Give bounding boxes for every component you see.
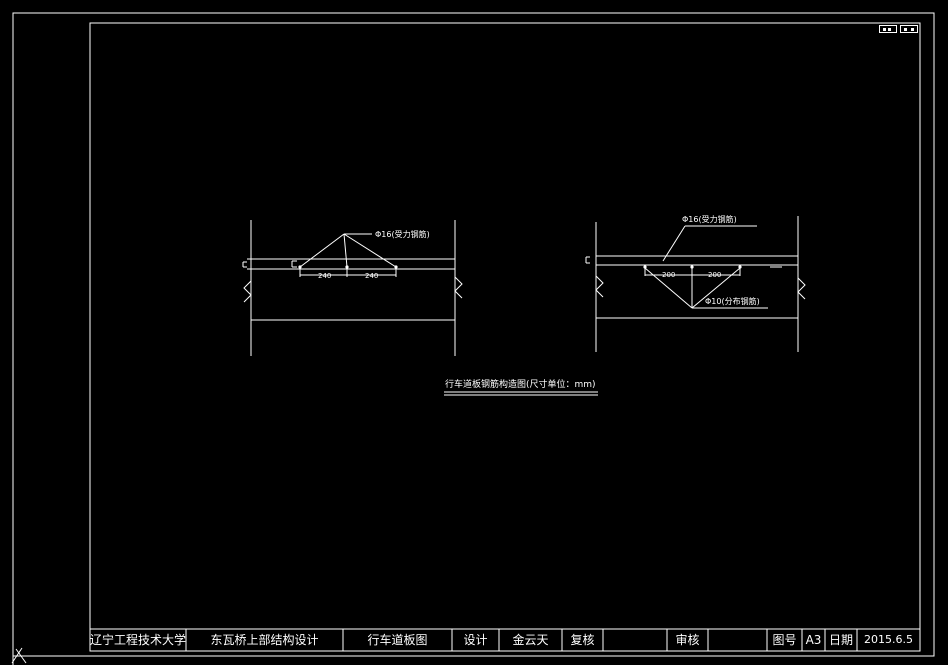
design-label: 设计 bbox=[463, 633, 488, 647]
review-value bbox=[708, 629, 767, 651]
date-value: 2015.6.5 bbox=[864, 633, 913, 646]
check-label: 复核 bbox=[570, 633, 595, 647]
check-value bbox=[603, 629, 667, 651]
title-block-dividers bbox=[185, 629, 858, 651]
sheet-outer-border bbox=[12, 12, 935, 657]
drawing-caption: 行车道板钢筋构造图(尺寸单位：mm) bbox=[445, 378, 596, 390]
review-label: 审核 bbox=[675, 633, 700, 647]
right-rebar-label-bottom: Φ10(分布钢筋) bbox=[705, 296, 760, 306]
school-name: 辽宁工程技术大学 bbox=[90, 633, 187, 647]
designer-name: 金云天 bbox=[512, 633, 549, 647]
drawing-no-label: 图号 bbox=[772, 633, 797, 647]
right-dim-right: 200 bbox=[708, 271, 721, 279]
drawing-frame bbox=[89, 22, 921, 652]
left-dim-left: 240 bbox=[318, 272, 331, 280]
left-rebar-label: Φ16(受力钢筋) bbox=[375, 229, 430, 239]
right-rebar-label-top: Φ16(受力钢筋) bbox=[682, 214, 737, 224]
right-rebar-dots bbox=[643, 265, 742, 269]
viewport-restore-icon[interactable] bbox=[879, 25, 897, 33]
left-dim-right: 240 bbox=[365, 272, 378, 280]
right-dim-left: 200 bbox=[662, 271, 675, 279]
right-detail bbox=[585, 216, 806, 352]
sheet-size: A3 bbox=[805, 633, 822, 647]
left-rebar-dots bbox=[298, 265, 398, 269]
viewport-maximize-icon[interactable] bbox=[900, 25, 918, 33]
date-label: 日期 bbox=[828, 633, 853, 647]
left-detail bbox=[242, 220, 463, 356]
ucs-icon bbox=[11, 634, 27, 665]
drawing-name: 行车道板图 bbox=[367, 633, 428, 647]
project-name: 东瓦桥上部结构设计 bbox=[210, 633, 319, 647]
